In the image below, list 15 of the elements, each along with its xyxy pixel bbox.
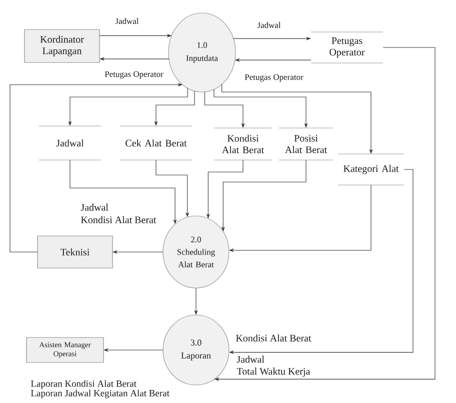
edge-label: Kondisi Alat Berat (236, 334, 312, 342)
data-store: Petugas Operator (310, 32, 384, 64)
edge-label: Jadwal Total Waktu Kerja (236, 356, 310, 377)
data-store: Kondisi Alat Berat (214, 128, 272, 160)
entity-box: Kordinator Lapangan (24, 29, 100, 63)
edge-label: Jadwal (257, 22, 281, 28)
edge-label: Petugas Operator (104, 71, 164, 79)
data-store: Jadwal (38, 126, 102, 160)
edge-label: Jadwal (115, 18, 139, 24)
entity-box: Teknisi (37, 236, 113, 268)
data-store: Cek Alat Berat (120, 126, 192, 160)
data-store: Kategori Alat (338, 154, 404, 186)
flow-label: Jadwal Kondisi Alat Berat (80, 204, 156, 224)
data-store: Posisi Alat Berat (278, 128, 334, 160)
edge-label: Petugas Operator (244, 74, 304, 82)
